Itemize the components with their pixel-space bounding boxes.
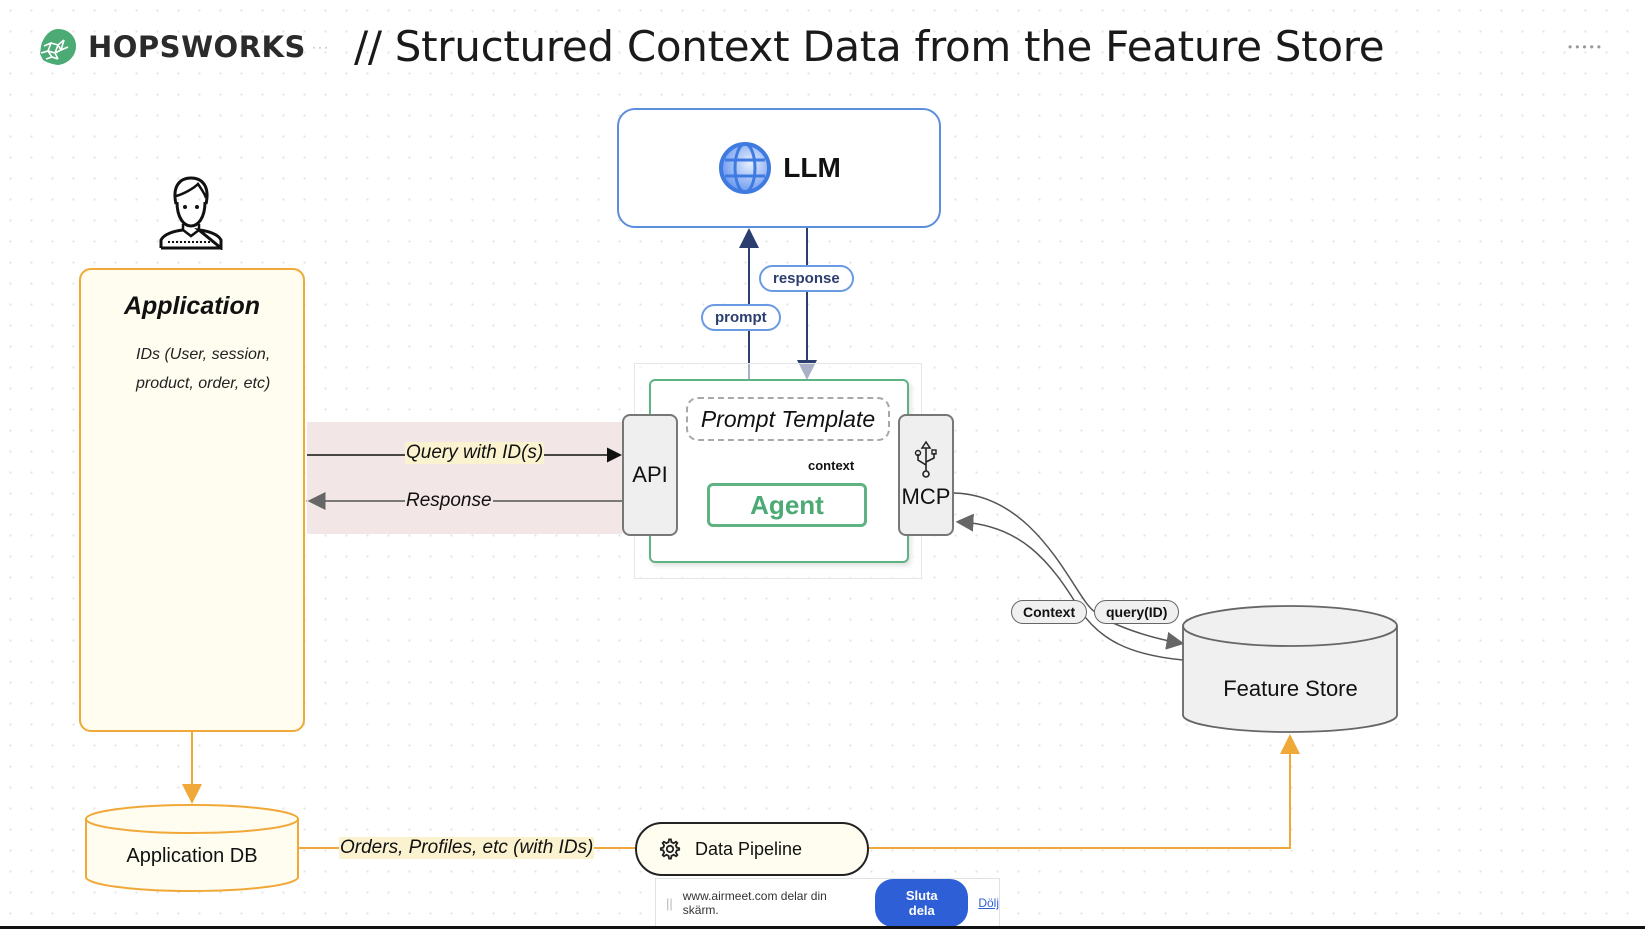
application-node[interactable] — [79, 268, 305, 732]
data-pipeline-label: Data Pipeline — [695, 838, 803, 859]
api-label: API — [632, 462, 668, 487]
screen-share-bar: || www.airmeet.com delar din skärm. Slut… — [655, 878, 1000, 928]
share-message: www.airmeet.com delar din skärm. — [682, 889, 827, 917]
hopsworks-logo: HOPSWORKS — [36, 26, 306, 68]
hide-link[interactable]: Dölj — [978, 896, 999, 910]
prompt-edge-label: prompt — [701, 304, 781, 331]
context-return-label: Context — [1011, 600, 1088, 624]
orders-edge-label: Orders, Profiles, etc (with IDs) — [339, 837, 595, 859]
page-title: // Structured Context Data from the Feat… — [354, 22, 1385, 71]
application-db-cylinder[interactable] — [85, 804, 299, 892]
query-id-label: query(ID) — [1094, 600, 1180, 624]
user-icon — [158, 174, 224, 255]
query-edge-label: Query with ID(s) — [405, 442, 545, 464]
api-node[interactable]: API — [622, 414, 678, 536]
globe-icon — [719, 142, 772, 194]
application-title: Application — [123, 292, 261, 320]
prompt-template-node[interactable]: Prompt Template — [686, 397, 890, 441]
pipeline-to-fs-arrow — [869, 734, 1300, 849]
data-pipeline-node[interactable]: Data Pipeline — [635, 822, 869, 876]
mcp-node[interactable]: MCP — [898, 414, 954, 536]
bottom-border — [0, 926, 1645, 929]
application-description-line: IDs (User, session, — [136, 346, 271, 363]
agent-node[interactable]: Agent — [707, 483, 867, 527]
response-edge-label: response — [759, 265, 854, 292]
feature-store-label: Feature Store — [1223, 676, 1358, 701]
usb-icon — [914, 440, 937, 478]
feature-store-cylinder[interactable] — [1182, 605, 1398, 733]
llm-label: LLM — [783, 152, 841, 183]
application-description: IDs (User, session, product, order, etc) — [120, 340, 300, 398]
drag-handle-icon[interactable]: || — [666, 895, 673, 911]
application-db-label: Application DB — [126, 845, 258, 867]
stop-sharing-button[interactable]: Sluta dela — [875, 879, 969, 927]
llm-node[interactable]: LLM — [617, 108, 941, 228]
query-id-arrow — [953, 492, 1185, 650]
more-dots-icon[interactable]: ••••• — [1568, 40, 1605, 54]
api-request-band — [307, 422, 622, 534]
application-description-line: product, order, etc) — [136, 375, 271, 392]
response-edge-label-app: Response — [405, 490, 493, 512]
separator-dots: ··· — [312, 40, 330, 54]
mcp-label: MCP — [901, 484, 951, 509]
hops-logo-icon — [40, 29, 76, 65]
gear-icon — [659, 838, 681, 860]
brand-name: HOPSWORKS — [88, 30, 306, 64]
context-edge-label: context — [808, 458, 855, 473]
